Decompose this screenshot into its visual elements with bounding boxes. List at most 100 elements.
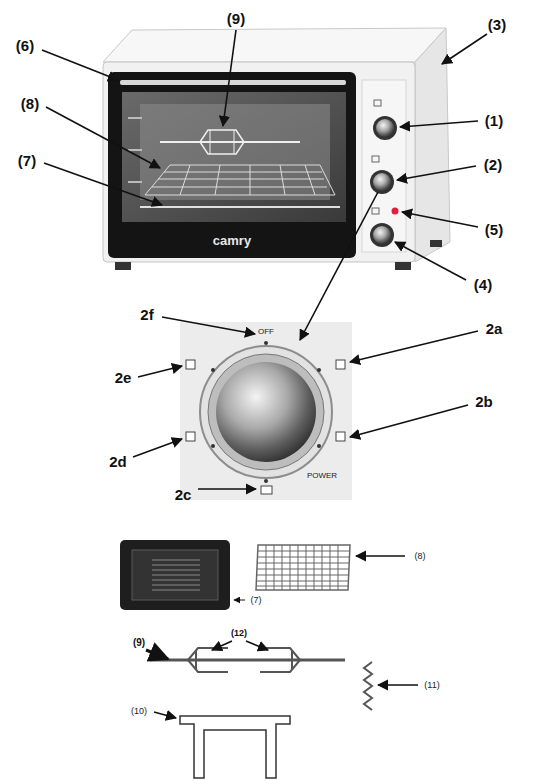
grille-line — [152, 570, 200, 571]
rotisserie-spit — [150, 648, 345, 672]
oven-door — [108, 72, 356, 258]
rack-wire — [305, 165, 315, 195]
panel-face — [362, 80, 406, 252]
leader-line — [350, 331, 478, 362]
knob-detail — [180, 322, 352, 500]
spit-handle — [180, 716, 290, 778]
rack-wire — [280, 165, 285, 195]
spit-fork — [234, 130, 235, 154]
leader-line — [198, 488, 256, 490]
temperature-knob — [373, 226, 391, 244]
rack-rail — [128, 149, 142, 151]
spit-fork — [188, 648, 228, 672]
leader-line — [133, 439, 182, 457]
mode-icon — [336, 432, 345, 441]
rack-outline — [256, 545, 350, 590]
dial-tick — [317, 444, 321, 448]
callout-number: (2) — [484, 157, 502, 172]
spit-rod — [150, 659, 345, 662]
leader-line — [397, 166, 476, 180]
dial-ring — [208, 354, 324, 470]
callout-number: (3) — [488, 17, 506, 32]
leader-line — [46, 107, 160, 168]
spit-fork — [210, 130, 211, 154]
dial-tick — [264, 341, 268, 345]
leader-line — [234, 600, 245, 601]
mode-icon — [261, 486, 272, 494]
tray-grille — [152, 560, 200, 590]
oven-foot — [115, 262, 131, 270]
rack-wire — [152, 187, 327, 188]
leader-lines — [42, 30, 487, 718]
callout-number: 2f — [140, 307, 153, 322]
tray-edge — [140, 206, 340, 208]
door-frame — [108, 72, 356, 258]
callout-number: (8) — [21, 96, 39, 111]
dial-tick — [211, 444, 215, 448]
leader-line — [300, 192, 378, 340]
leader-line — [402, 212, 478, 227]
tray-body — [120, 540, 230, 610]
rack-rail — [128, 117, 142, 119]
leader-line — [212, 641, 232, 650]
spit-fork — [260, 648, 300, 672]
rack-wire — [250, 165, 251, 195]
leader-line — [223, 30, 236, 126]
panel-icon — [374, 100, 381, 106]
panel-icon — [372, 208, 379, 214]
dial-ring — [200, 346, 332, 478]
spit-clip — [364, 662, 372, 710]
callout-number: (6) — [16, 38, 34, 53]
leader-line — [442, 34, 487, 64]
callout-number: 2d — [109, 454, 127, 469]
leader-line — [378, 684, 418, 686]
callout-number: 2c — [175, 487, 192, 502]
grille-line — [152, 575, 200, 576]
dial-tick — [264, 479, 268, 483]
door-handle — [120, 80, 346, 85]
dial-marking: OFF — [258, 328, 274, 336]
oven-interior — [140, 104, 330, 200]
rack-wire — [158, 179, 324, 180]
rack-wire — [180, 165, 190, 195]
indicator-light — [392, 208, 399, 215]
callout-number: (5) — [485, 222, 503, 237]
callout-number: (9) — [227, 11, 245, 26]
temperature-knob — [370, 223, 394, 247]
leader-line — [395, 242, 466, 280]
grille-line — [152, 590, 200, 591]
control-panel — [362, 80, 406, 252]
timer-knob — [373, 116, 397, 140]
leader-line — [356, 555, 405, 557]
grille-line — [152, 560, 200, 561]
leader-line — [162, 317, 255, 334]
leader-line — [42, 50, 118, 80]
function-knob — [370, 170, 394, 194]
callout-number: (9) — [133, 638, 145, 648]
callout-number: (10) — [131, 707, 147, 716]
callout-number: 2b — [475, 394, 493, 409]
function-knob — [373, 173, 391, 191]
callout-number: 2e — [115, 370, 132, 385]
spit-rod — [160, 141, 300, 143]
wire-rack — [145, 165, 335, 195]
leader-line — [350, 405, 468, 437]
oven-body — [103, 28, 450, 270]
oven-top — [103, 28, 446, 62]
grille-line — [152, 565, 200, 566]
timer-knob — [376, 119, 394, 137]
rack-outline — [145, 165, 335, 195]
dial-tick — [211, 368, 215, 372]
leader-line — [44, 163, 162, 205]
oven-foot — [430, 240, 442, 247]
function-knob — [216, 362, 316, 462]
callout-number: 2a — [486, 321, 503, 336]
callout-number: (8) — [415, 552, 426, 561]
callout-number: (11) — [424, 681, 439, 690]
rack-wire — [256, 551, 350, 586]
callout-number: (4) — [474, 277, 492, 292]
callout-number: (12) — [231, 629, 247, 638]
